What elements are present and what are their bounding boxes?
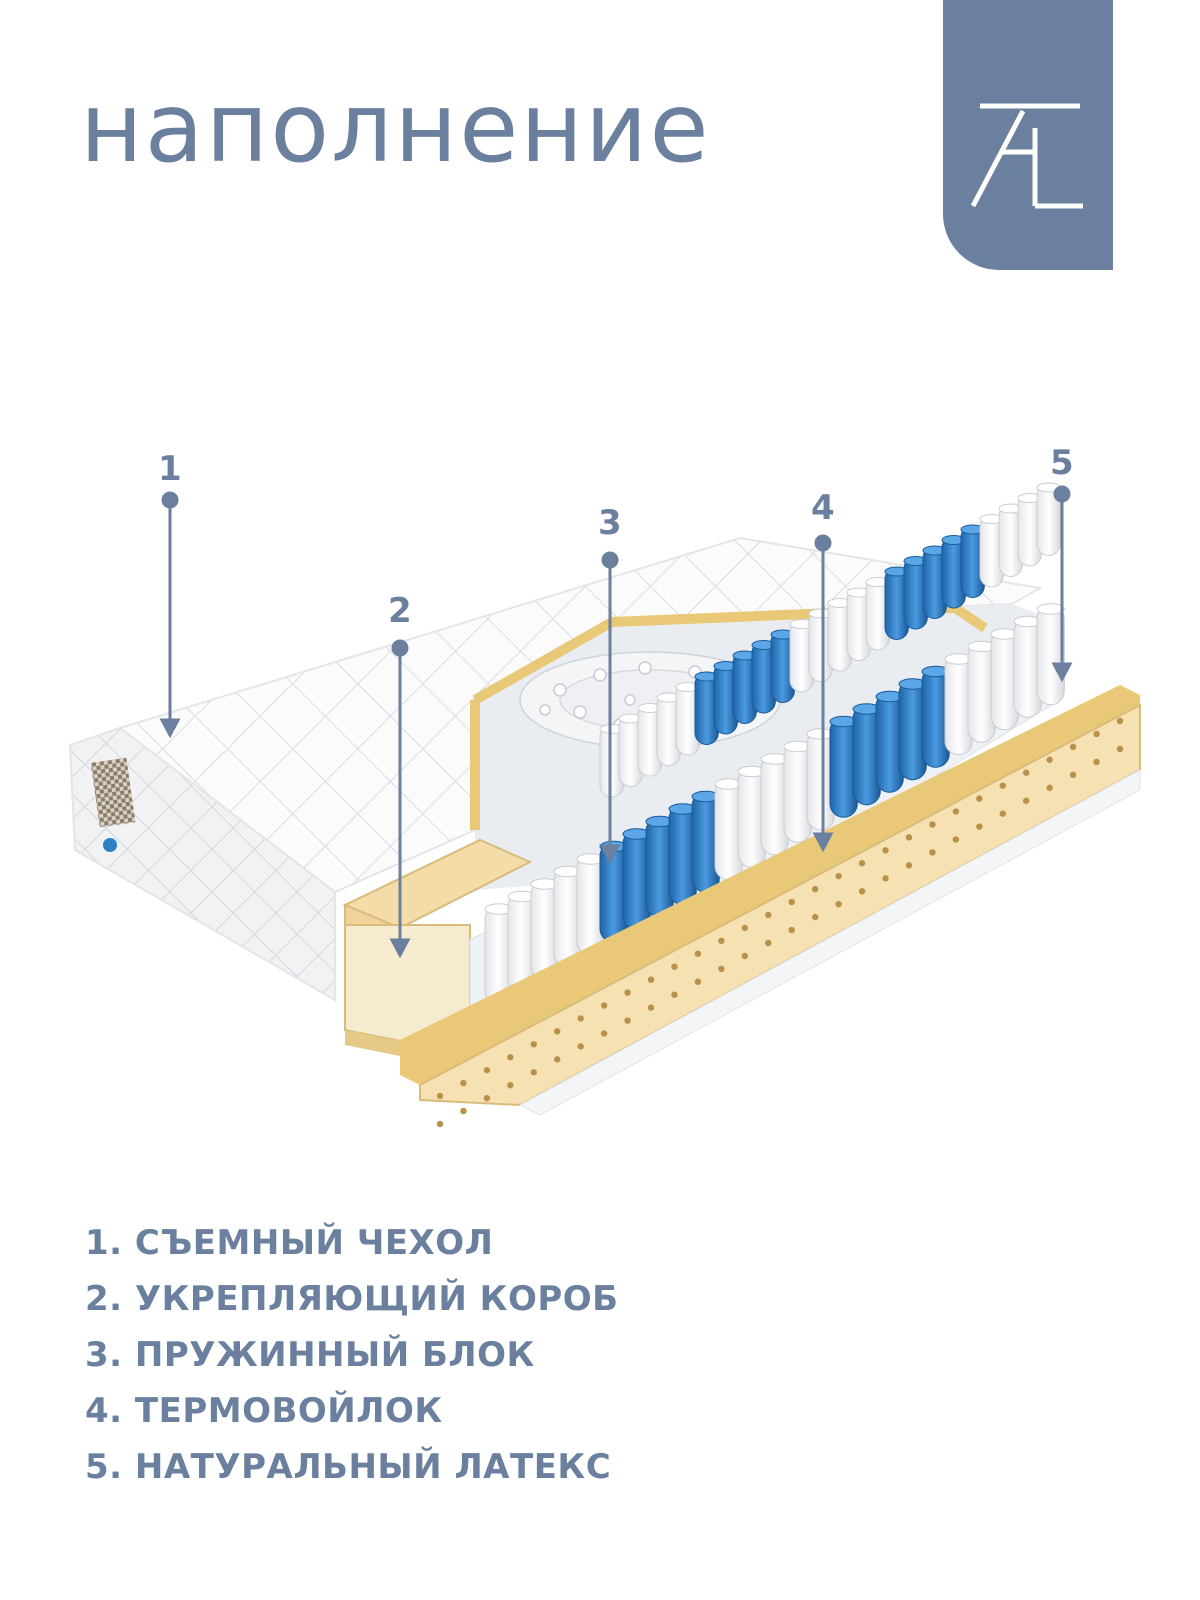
latex-hole	[1046, 756, 1053, 763]
legend-item-box: 2. УКРЕПЛЯЮЩИЙ КОРОБ	[85, 1279, 619, 1319]
latex-hole	[882, 847, 889, 854]
felt-layer	[400, 685, 1140, 1085]
callout-dot-1	[161, 491, 179, 509]
latex-hole	[741, 952, 749, 960]
latex-hole	[788, 898, 795, 906]
latex-hole	[460, 1079, 467, 1087]
latex-hole	[507, 1054, 514, 1061]
latex-hole	[999, 782, 1006, 789]
legend-item-felt: 4. ТЕРМОВОЙЛОК	[85, 1391, 443, 1431]
callout-dot-3	[601, 551, 619, 569]
legend-item-springs: 3. ПРУЖИННЫЙ БЛОК	[85, 1335, 535, 1375]
latex-hole	[671, 991, 678, 998]
latex-hole	[554, 1056, 561, 1063]
latex-hole	[530, 1069, 537, 1076]
latex-hole	[952, 836, 960, 843]
latex-hole	[858, 860, 866, 867]
latex-hole	[577, 1043, 584, 1050]
spring-white	[1036, 604, 1065, 706]
cover-side	[68, 726, 336, 1002]
latex-hole	[811, 885, 819, 893]
latex-hole	[1023, 769, 1030, 776]
brand-dot-icon	[103, 838, 117, 852]
latex-hole	[436, 1092, 444, 1100]
latex-hole	[929, 849, 936, 856]
page-title: наполнение	[80, 72, 711, 184]
cover-tag	[90, 757, 136, 828]
callout-number-4: 4	[811, 488, 835, 528]
legend-item-latex: 5. НАТУРАЛЬНЫЙ ЛАТЕКС	[85, 1447, 612, 1487]
callout-number-2: 2	[388, 591, 412, 631]
latex-hole	[835, 900, 842, 908]
latex-hole	[718, 937, 725, 945]
latex-hole	[811, 913, 819, 921]
latex-hole	[436, 1120, 444, 1128]
spring-top	[1036, 603, 1065, 615]
latex-hole	[1116, 717, 1124, 725]
latex-hole	[976, 823, 983, 830]
callout-number-5: 5	[1050, 443, 1074, 483]
latex-hole	[788, 926, 795, 934]
latex-hole	[882, 875, 889, 882]
latex-hole	[624, 1017, 631, 1024]
callout-dot-4	[814, 534, 832, 552]
brand-logo-mark	[970, 103, 1083, 209]
latex-hole	[1046, 784, 1053, 791]
latex-hole	[624, 989, 631, 996]
latex-hole	[1093, 758, 1100, 766]
felt-edge	[472, 602, 988, 705]
latex-hole	[647, 976, 655, 983]
latex-hole	[929, 821, 936, 828]
latex-hole	[483, 1066, 491, 1074]
latex-hole	[1116, 745, 1124, 753]
latex-hole	[999, 810, 1006, 817]
latex-hole	[1093, 730, 1100, 738]
latex-hole	[530, 1041, 537, 1048]
latex-hole	[741, 924, 749, 932]
callout-dot-5	[1053, 485, 1071, 503]
latex-hole	[507, 1082, 514, 1089]
latex-hole	[600, 1002, 608, 1009]
latex-hole	[976, 795, 983, 802]
latex-hole	[765, 939, 772, 947]
latex-hole	[694, 950, 702, 957]
latex-hole	[1069, 771, 1077, 779]
callout-dot-2	[391, 639, 409, 657]
latex-hole	[1023, 797, 1030, 804]
latex-hole	[577, 1015, 584, 1022]
latex-hole	[835, 872, 842, 880]
latex-hole	[483, 1094, 491, 1102]
latex-hole	[905, 834, 913, 841]
latex-hole	[671, 963, 678, 970]
latex-hole	[718, 965, 725, 973]
latex-hole	[554, 1028, 561, 1035]
latex-hole	[1069, 743, 1077, 751]
spring-block	[484, 482, 1065, 1006]
latex-hole	[858, 888, 866, 895]
latex-holes	[436, 717, 1124, 1128]
latex-hole	[647, 1004, 655, 1011]
callout-number-1: 1	[158, 449, 182, 489]
latex-hole	[694, 978, 702, 985]
latex-hole	[765, 911, 772, 919]
layers-legend: 1. СЪЕМНЫЙ ЧЕХОЛ 2. УКРЕПЛЯЮЩИЙ КОРОБ 3.…	[85, 1215, 619, 1495]
latex-hole	[460, 1107, 467, 1115]
latex-hole	[600, 1030, 608, 1037]
latex-hole	[952, 808, 960, 815]
callout-number-3: 3	[598, 503, 622, 543]
legend-item-cover: 1. СЪЕМНЫЙ ЧЕХОЛ	[85, 1223, 494, 1263]
brand-logo	[943, 0, 1113, 270]
latex-hole	[905, 862, 913, 869]
